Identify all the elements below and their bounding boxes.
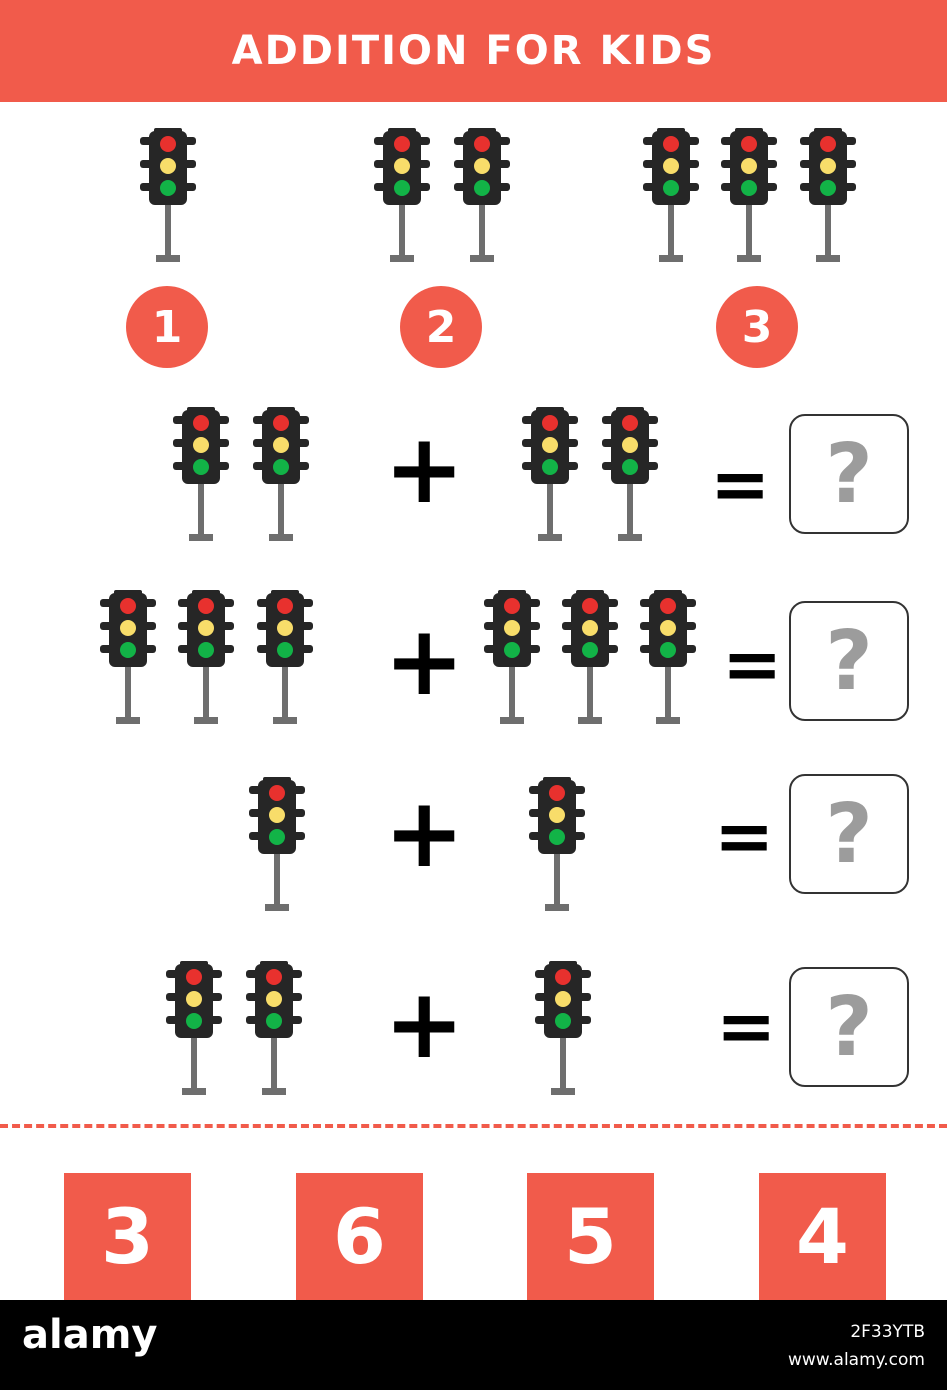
traffic-light-icon xyxy=(246,961,302,1095)
traffic-light-icon xyxy=(249,777,305,911)
question-mark: ? xyxy=(825,786,873,882)
answer-box-4[interactable]: ? xyxy=(789,967,909,1087)
footer-bar: alamy 2F33YTB www.alamy.com xyxy=(0,1300,947,1390)
traffic-light-icon xyxy=(643,128,699,262)
answer-card-1[interactable]: 3 xyxy=(64,1173,191,1300)
plus-sign-4: + xyxy=(384,968,465,1080)
image-code: 2F33YTB xyxy=(850,1322,925,1342)
traffic-light-icon xyxy=(253,407,309,541)
legend-badge-1: 1 xyxy=(126,286,208,368)
traffic-light-icon xyxy=(257,590,313,724)
traffic-light-icon xyxy=(140,128,196,262)
question-mark: ? xyxy=(825,426,873,522)
answer-box-3[interactable]: ? xyxy=(789,774,909,894)
equals-sign-1: = xyxy=(710,442,771,526)
traffic-light-icon xyxy=(522,407,578,541)
answer-card-3[interactable]: 5 xyxy=(527,1173,654,1300)
traffic-light-icon xyxy=(602,407,658,541)
traffic-light-icon xyxy=(166,961,222,1095)
traffic-light-icon xyxy=(640,590,696,724)
traffic-light-icon xyxy=(374,128,430,262)
answer-card-2[interactable]: 6 xyxy=(296,1173,423,1300)
plus-sign-1: + xyxy=(384,413,465,525)
answer-card-4[interactable]: 4 xyxy=(759,1173,886,1300)
traffic-light-icon xyxy=(100,590,156,724)
equals-sign-4: = xyxy=(716,984,777,1068)
question-mark: ? xyxy=(825,979,873,1075)
traffic-light-icon xyxy=(535,961,591,1095)
footer-url: www.alamy.com xyxy=(787,1350,925,1370)
cut-line-divider xyxy=(0,1124,947,1128)
traffic-light-icon xyxy=(484,590,540,724)
legend-badge-3: 3 xyxy=(716,286,798,368)
answer-box-1[interactable]: ? xyxy=(789,414,909,534)
header-banner: ADDITION FOR KIDS xyxy=(0,0,947,102)
plus-sign-3: + xyxy=(384,777,465,889)
traffic-light-icon xyxy=(173,407,229,541)
equals-sign-3: = xyxy=(714,794,775,878)
traffic-light-icon xyxy=(721,128,777,262)
watermark-logo: alamy xyxy=(22,1312,158,1358)
traffic-light-icon xyxy=(800,128,856,262)
traffic-light-icon xyxy=(529,777,585,911)
traffic-light-icon xyxy=(178,590,234,724)
legend-badge-2: 2 xyxy=(400,286,482,368)
question-mark: ? xyxy=(825,613,873,709)
page-title: ADDITION FOR KIDS xyxy=(231,28,716,74)
equals-sign-2: = xyxy=(722,622,783,706)
traffic-light-icon xyxy=(454,128,510,262)
plus-sign-2: + xyxy=(384,605,465,717)
traffic-light-icon xyxy=(562,590,618,724)
answer-box-2[interactable]: ? xyxy=(789,601,909,721)
